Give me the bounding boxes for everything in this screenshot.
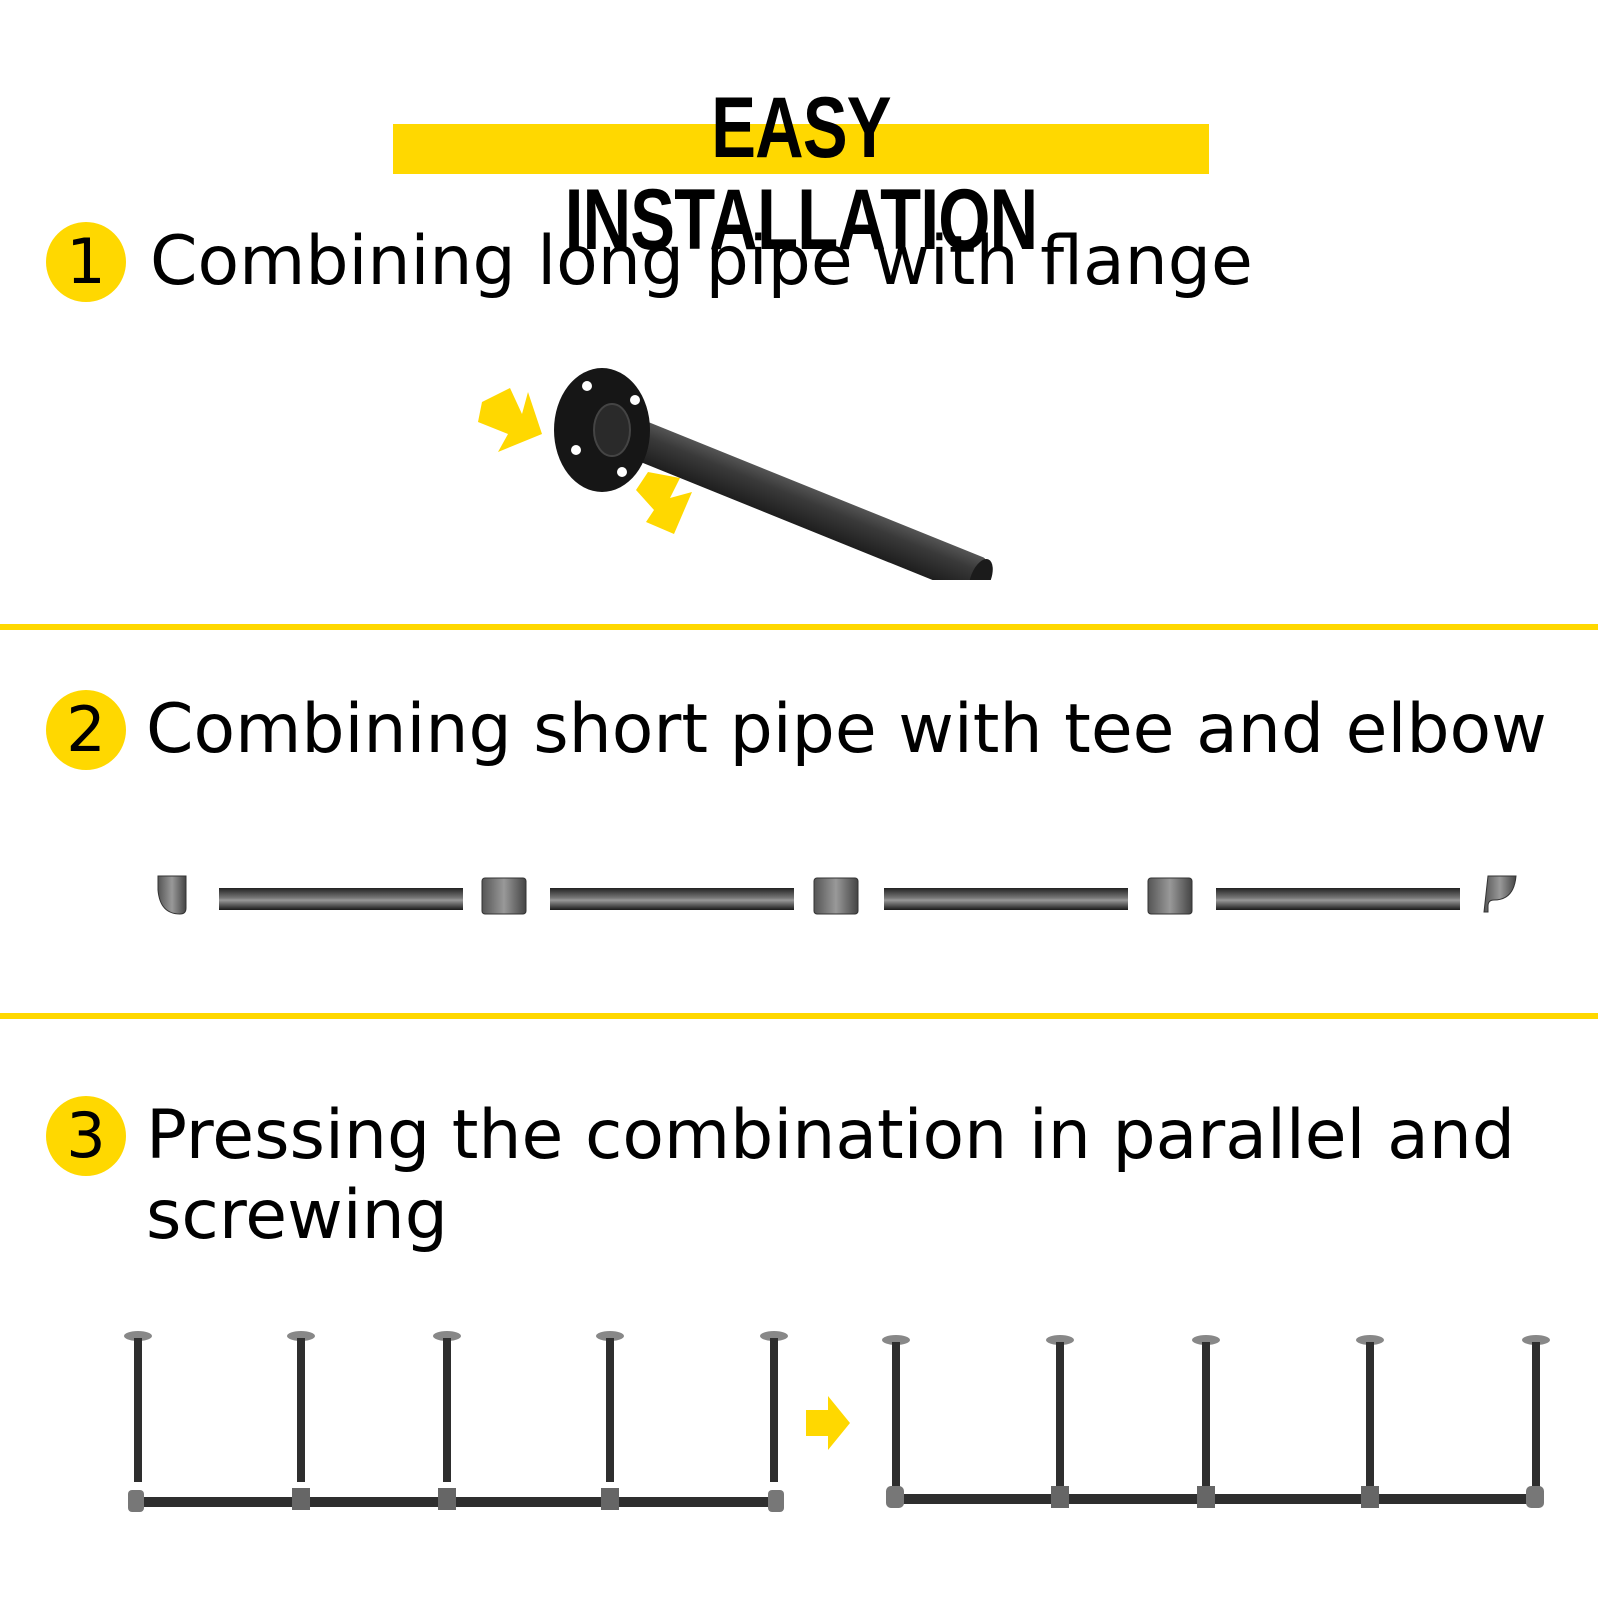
arrow-right-icon: [806, 1396, 850, 1450]
step-heading: Combining long pipe with flange: [150, 222, 1253, 301]
elbow-fitting: [1483, 875, 1517, 913]
arrow-icon: [478, 388, 692, 534]
exploded-pipe-assembly: [157, 875, 1517, 915]
section-divider: [0, 624, 1598, 630]
short-pipe: [550, 888, 794, 910]
tee-fitting: [1147, 877, 1193, 915]
elbow-fitting: [157, 875, 187, 915]
step-3: 3 Pressing the combination in parallel a…: [46, 1096, 1515, 1256]
step-number-badge: 1: [46, 222, 126, 302]
upright-pipe: [124, 1331, 152, 1482]
upright-pipe: [287, 1331, 315, 1482]
step-number-badge: 2: [46, 690, 126, 770]
step-heading: Combining short pipe with tee and elbow: [146, 690, 1547, 769]
upright-pipe: [1192, 1335, 1220, 1494]
horizontal-bar: [138, 1497, 778, 1507]
section-divider: [0, 1013, 1598, 1019]
step-number-badge: 3: [46, 1096, 126, 1176]
page-title: EASY INSTALLATION: [393, 82, 1209, 266]
horizontal-bar: [896, 1494, 1536, 1504]
title-highlight-bar: [393, 124, 1209, 174]
upright-pipe: [1356, 1335, 1384, 1494]
tee-fitting: [813, 877, 859, 915]
tee-fitting: [481, 877, 527, 915]
upright-pipe: [760, 1331, 788, 1482]
rack-after-assembly: [882, 1335, 1550, 1508]
short-pipe: [1216, 888, 1460, 910]
upright-pipe: [596, 1331, 624, 1482]
step-1: 1 Combining long pipe with flange: [46, 222, 1253, 302]
title-text: EASY INSTALLATION: [564, 80, 1038, 268]
upright-pipe: [1046, 1335, 1074, 1494]
upright-pipe: [433, 1331, 461, 1482]
step-2: 2 Combining short pipe with tee and elbo…: [46, 690, 1547, 770]
upright-pipe: [1522, 1335, 1550, 1494]
short-pipe: [219, 888, 463, 910]
rack-before-assembly: [124, 1331, 788, 1512]
flange-pipe-illustration: [478, 368, 993, 580]
step-heading: Pressing the combination in parallel and…: [146, 1096, 1515, 1255]
upright-pipe: [882, 1335, 910, 1494]
short-pipe: [884, 888, 1128, 910]
